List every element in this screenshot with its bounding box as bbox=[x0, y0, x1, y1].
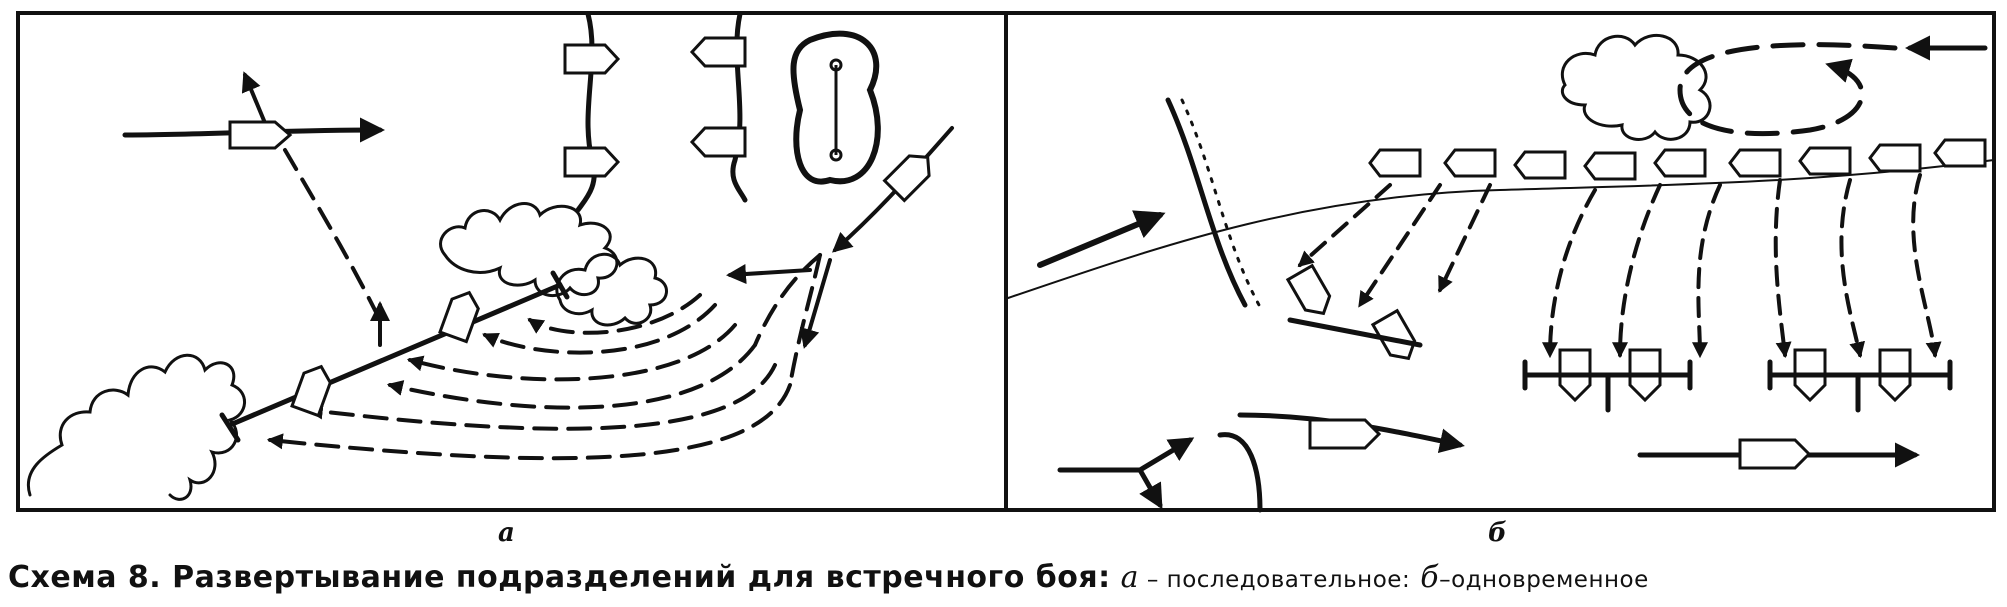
tank-icon bbox=[563, 43, 621, 75]
tank-icon bbox=[1308, 418, 1382, 450]
panel-a-label: а bbox=[498, 518, 515, 548]
tank-icon bbox=[438, 290, 480, 344]
panel-a-frame bbox=[16, 11, 1008, 512]
trench-line-icon bbox=[1180, 98, 1261, 307]
deployment-line-end bbox=[219, 412, 241, 443]
panel-a-content bbox=[26, 11, 954, 501]
dashed-fan-routes bbox=[266, 253, 822, 461]
tank-icon bbox=[1738, 438, 1812, 470]
terrain-line bbox=[1007, 159, 1995, 299]
tank-icon bbox=[1370, 308, 1417, 361]
tank-icon bbox=[563, 146, 621, 178]
panel-a-tanks bbox=[228, 36, 931, 418]
panel-b-label: б bbox=[1488, 518, 1507, 548]
tank-icon bbox=[1513, 150, 1567, 180]
caption-variant-a-text: – последовательное: bbox=[1139, 567, 1411, 593]
caption-variant-b-letter: б bbox=[1420, 560, 1440, 595]
panel-b-frame bbox=[1004, 11, 1996, 512]
tree-cluster-icon bbox=[439, 202, 619, 297]
arrow-icon bbox=[1037, 210, 1166, 268]
panel-b-deployment-lines bbox=[1287, 317, 1953, 413]
figure-caption: Схема 8. Развертывание подразделений для… bbox=[8, 560, 1649, 595]
tank-icon bbox=[1868, 143, 1922, 173]
tank-icon bbox=[882, 154, 931, 203]
tank-icon bbox=[1653, 148, 1707, 178]
command-post bbox=[790, 30, 881, 185]
river-line bbox=[575, 11, 597, 213]
panel-b-content bbox=[1007, 34, 1995, 513]
caption-variant-b-text: –одновременное bbox=[1439, 567, 1649, 593]
arrow-icon bbox=[799, 258, 832, 349]
dashed-deploy-routes bbox=[1297, 173, 1942, 359]
panel-b-tanks bbox=[1285, 138, 1987, 470]
arrow-icon bbox=[726, 264, 812, 284]
deployment-line bbox=[227, 282, 563, 428]
caption-variant-a-letter: а bbox=[1120, 560, 1140, 595]
tank-icon bbox=[1728, 148, 1782, 178]
trench-line-icon bbox=[1165, 97, 1248, 308]
tank-icon bbox=[689, 36, 747, 68]
caption-title: Схема 8. Развертывание подразделений для… bbox=[8, 560, 1111, 595]
tank-icon bbox=[1368, 148, 1422, 178]
tank-icon bbox=[1285, 263, 1332, 316]
tank-icon bbox=[1443, 148, 1497, 178]
tank-icon bbox=[228, 120, 293, 150]
tree-cluster-icon bbox=[1560, 34, 1712, 141]
tree-cluster-icon bbox=[26, 353, 246, 501]
deployment-line-end bbox=[550, 270, 570, 300]
tank-icon bbox=[1583, 151, 1637, 181]
dashed-route bbox=[283, 148, 382, 322]
tank-icon bbox=[689, 126, 747, 158]
tree-cluster-icon bbox=[555, 252, 668, 327]
tank-icon bbox=[290, 364, 332, 418]
arrow-icon bbox=[1137, 467, 1163, 510]
dashed-route bbox=[1677, 42, 1898, 137]
arrow-icon bbox=[1057, 437, 1195, 473]
tank-icon bbox=[1933, 138, 1987, 168]
tank-icon bbox=[1798, 146, 1852, 176]
obstacle-arc bbox=[1217, 432, 1263, 513]
